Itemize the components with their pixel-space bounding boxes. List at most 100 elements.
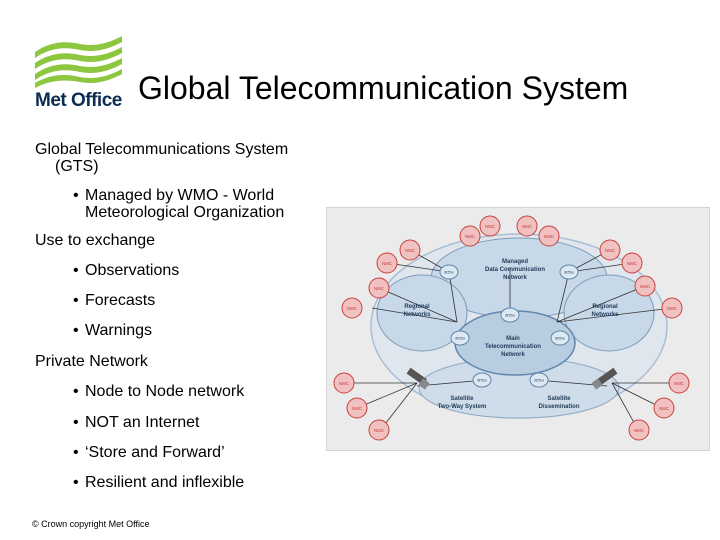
nmc-label: NMC <box>485 224 496 229</box>
regional-right-label-1: Regional <box>592 304 618 310</box>
rth-label: RTH <box>455 336 464 341</box>
rth-label: RTH <box>444 270 453 275</box>
bullet-glyph: • <box>73 262 79 279</box>
regional-left-label-1: Regional <box>404 304 430 310</box>
nmc-nodes <box>333 215 690 441</box>
wmo-line1: Managed by WMO - World <box>85 187 275 204</box>
gts-item: Global Telecommunications System (GTS) <box>35 141 288 175</box>
nmc-label: NMC <box>627 261 638 266</box>
nmc-label: NMC <box>634 428 645 433</box>
regional-left-label-2: Networks <box>403 312 431 318</box>
nmc-node <box>621 252 643 274</box>
nmc-label: NMC <box>674 381 685 386</box>
met-office-logo: Met Office <box>30 30 125 115</box>
rth-node <box>559 264 579 280</box>
nmc-node <box>479 215 501 237</box>
copyright-footer: © Crown copyright Met Office <box>32 519 150 529</box>
nmc-node <box>399 239 421 261</box>
store-forward-label: ‘Store and Forward’ <box>85 444 225 461</box>
sat-dissemination-label-2: Dissemination <box>538 404 579 410</box>
nmc-node <box>653 397 675 419</box>
main-label-1: Main <box>506 336 520 342</box>
nmc-node <box>368 419 390 441</box>
observations-label: Observations <box>85 262 180 279</box>
nmc-node <box>538 225 560 247</box>
rth-label: RTH <box>564 270 573 275</box>
resilient-item: • Resilient and inflexible <box>73 474 244 491</box>
rth-nodes <box>439 264 579 388</box>
store-forward-item: • ‘Store and Forward’ <box>73 444 225 461</box>
wmo-item: • Managed by WMO - World Meteorological O… <box>73 187 284 221</box>
bullet-glyph: • <box>73 187 79 204</box>
rth-label: RTH <box>477 378 486 383</box>
rth-node <box>450 330 470 346</box>
nmc-label: NMC <box>352 406 363 411</box>
bullet-glyph: • <box>73 414 79 431</box>
nmc-label: NMC <box>405 248 416 253</box>
sat-dissemination-label-1: Satellite <box>547 396 571 402</box>
nmc-node <box>516 215 538 237</box>
node-label: Node to Node network <box>85 383 245 400</box>
nmc-label: NMC <box>339 381 350 386</box>
nmc-node <box>341 297 363 319</box>
nmc-node <box>628 419 650 441</box>
rth-label: RTH <box>505 313 514 318</box>
nmc-node <box>634 275 656 297</box>
nmc-label: NMC <box>347 306 358 311</box>
rth-node <box>550 330 570 346</box>
managed-label-3: Network <box>503 275 527 281</box>
nmc-label: NMC <box>544 234 555 239</box>
rth-label: RTH <box>534 378 543 383</box>
bullet-glyph: • <box>73 444 79 461</box>
rth-node <box>500 307 520 323</box>
bullet-glyph: • <box>73 474 79 491</box>
gts-network-diagram: NMC NMC NMC NMC NMC NMC NMC NMC NMC NMC … <box>326 207 710 451</box>
wmo-line2: Meteorological Organization <box>85 204 285 221</box>
not-internet-label: NOT an Internet <box>85 414 200 431</box>
managed-label-1: Managed <box>502 259 528 265</box>
nmc-label: NMC <box>659 406 670 411</box>
regional-left-ellipse <box>376 274 468 352</box>
resilient-label: Resilient and inflexible <box>85 474 245 491</box>
private-network-item: Private Network <box>35 353 148 370</box>
sat-two-way-label-2: Two-Way System <box>438 404 487 410</box>
nmc-node <box>599 239 621 261</box>
rth-node <box>472 372 492 388</box>
nmc-label: NMC <box>522 224 533 229</box>
nmc-node <box>333 372 355 394</box>
bullet-glyph: • <box>73 383 79 400</box>
node-item: • Node to Node network <box>73 383 244 400</box>
nmc-node <box>668 372 690 394</box>
satellite-left-icon <box>406 367 430 390</box>
regional-right-label-2: Networks <box>591 312 619 318</box>
logo-text: Met Office <box>35 90 122 111</box>
nmc-node <box>346 397 368 419</box>
slide-title: Global Telecommunication System <box>138 70 629 106</box>
gts-line1: Global Telecommunications System <box>35 141 289 158</box>
rth-node <box>529 372 549 388</box>
regional-right-ellipse <box>563 274 655 352</box>
main-label-2: Telecommunication <box>485 344 541 350</box>
nmc-node <box>368 277 390 299</box>
nmc-label: NMC <box>374 428 385 433</box>
warnings-item: •Warnings <box>73 322 152 339</box>
nmc-node <box>459 225 481 247</box>
nmc-label: NMC <box>605 248 616 253</box>
use-item: Use to exchange <box>35 232 156 249</box>
managed-label-2: Data Communication <box>485 267 545 273</box>
rth-label: RTH <box>555 336 564 341</box>
observations-item: • Observations <box>73 262 179 279</box>
sat-two-way-label-1: Satellite <box>450 396 474 402</box>
forecasts-item: •Forecasts <box>73 292 155 309</box>
nmc-label: NMC <box>382 261 393 266</box>
nmc-label: NMC <box>374 286 385 291</box>
nmc-label: NMC <box>465 234 476 239</box>
satellite-right-icon <box>591 367 618 390</box>
nmc-node <box>376 252 398 274</box>
nmc-label: NMC <box>667 306 678 311</box>
met-office-swoosh-icon <box>35 36 122 88</box>
gts-line2: (GTS) <box>55 158 99 175</box>
bullet-glyph: • <box>73 292 79 309</box>
rth-node <box>439 264 459 280</box>
nmc-label: NMC <box>640 284 651 289</box>
